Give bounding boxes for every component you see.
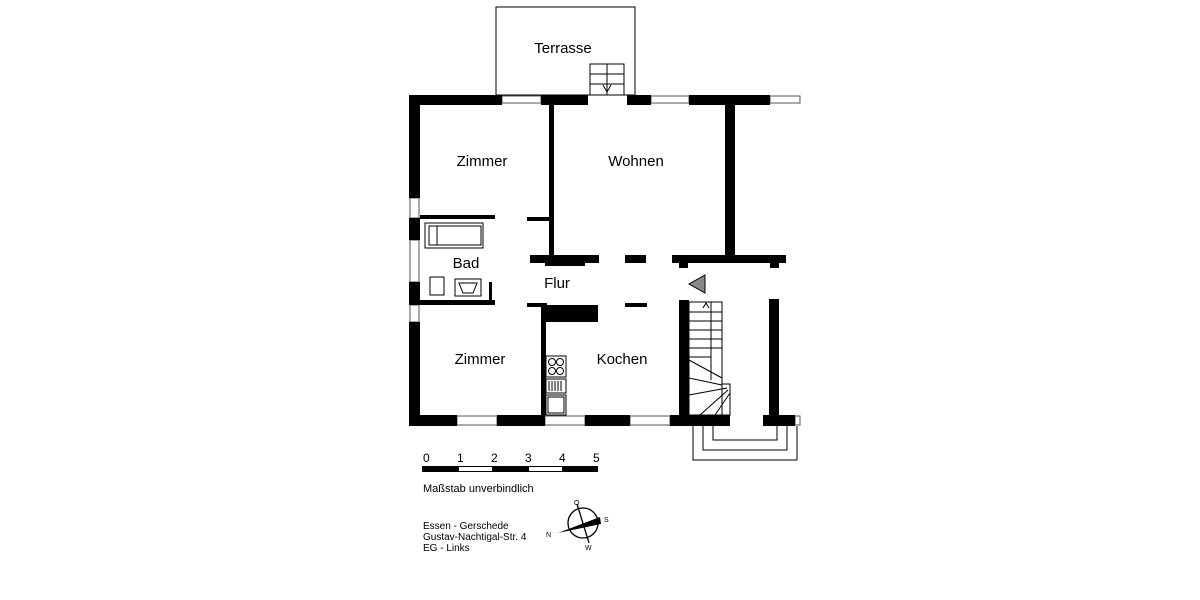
svg-text:O: O [574,500,580,507]
scale-tick-1: 1 [457,451,464,465]
room-label-flur: Flur [544,275,570,292]
staircase [688,301,731,416]
room-label-zimmer-bottom: Zimmer [455,351,506,368]
kitchen-appliances [545,355,567,416]
entry-steps [692,426,798,461]
address-line-1: Essen - Gerschede [423,521,509,532]
scale-tick-2: 2 [491,451,498,465]
scale-tick-3: 3 [525,451,532,465]
toilet [429,276,445,296]
svg-text:N: N [546,532,551,539]
room-label-kochen: Kochen [597,351,648,368]
room-label-terrasse: Terrasse [534,40,592,57]
svg-text:W: W [585,545,592,552]
compass-icon: O S N W [546,500,609,552]
windows [409,95,801,426]
washbasin [454,278,482,297]
terrace-stairs [589,63,625,96]
scale-bar: 0 1 2 3 4 5 Maßstab unverbindlich [422,451,600,495]
scale-tick-0: 0 [423,451,430,465]
room-label-zimmer-top: Zimmer [457,153,508,170]
scale-tick-5: 5 [593,451,600,465]
address-line-3: EG - Links [423,543,470,554]
svg-text:S: S [604,517,609,524]
bathtub [424,222,484,249]
scale-tick-4: 4 [559,451,566,465]
room-label-wohnen: Wohnen [608,153,664,170]
room-label-bad: Bad [453,255,480,272]
scale-note: Maßstab unverbindlich [423,483,534,495]
walls [409,95,795,426]
address-line-2: Gustav-Nachtigal-Str. 4 [423,532,527,543]
entrance-arrow-icon [687,274,706,294]
